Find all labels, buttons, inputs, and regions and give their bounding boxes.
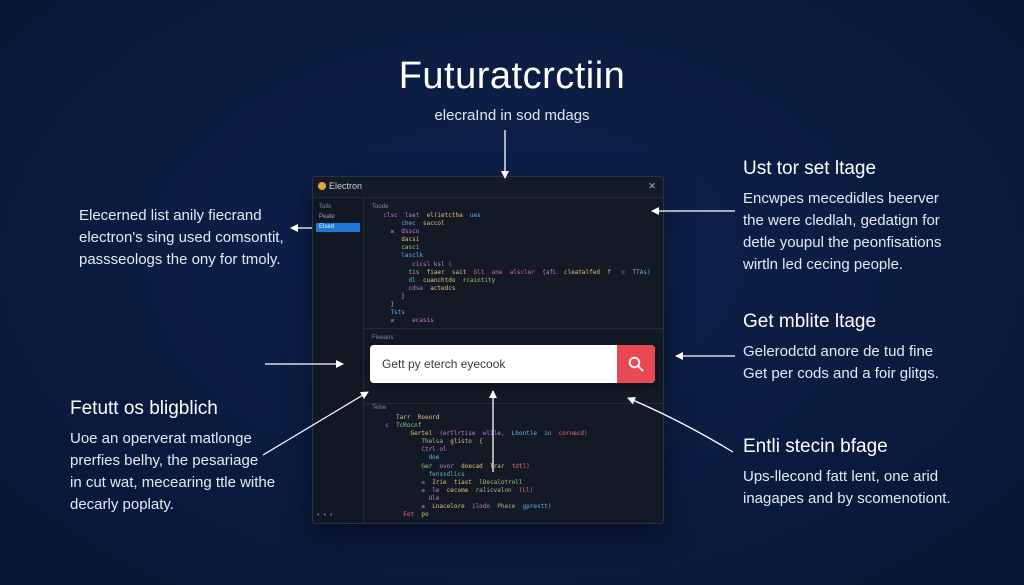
callout-text: inagapes and by scomenotiont. [743,490,951,507]
pane-divider [364,403,663,404]
callout-text: detle youpul the peonfisations [743,234,942,251]
sidebar-item[interactable]: Peate [319,214,335,220]
app-name: Electron [329,181,363,191]
callout-text: electron's sing used comsontit, [79,229,284,246]
code-block-top: clsc lset el(ietctha ues chec saccol ≥ d… [376,212,651,325]
callout-left-top: Elecerned list anily fiecrand electron's… [79,205,284,271]
callout-text: in cut wat, mecearing ttle withe [70,474,276,491]
callout-text: Elecerned list anily fiecrand [79,207,262,224]
page-subtitle: elecraInd in sod mdags [434,107,590,124]
search-input[interactable] [370,345,617,383]
callout-heading: Fetutt os bligblich [70,398,218,419]
search-bar [370,345,655,383]
sidebar-bottom-icons[interactable]: ••• [317,512,337,519]
app-logo-icon [318,182,326,190]
close-icon[interactable]: × [648,178,656,193]
callout-right-top: Ust tor set ltage Encwpes mecedidles bee… [743,158,941,276]
callout-text: Get per cods and a foir glitgs. [743,365,939,382]
callout-text: Ups-llecond fatt lent, one arid [743,468,939,485]
bottom-pane-label-2: Telne [372,405,387,411]
callout-heading: Get mblite ltage [743,311,877,332]
search-button[interactable] [617,345,655,383]
pane-divider [364,328,663,329]
callout-text: the were cledlah, gedatign for [743,212,940,229]
callout-right-mid: Get mblite ltage Gelerodctd anore de tud… [743,311,939,385]
callout-heading: Entli stecin bfage [743,436,888,457]
sidebar: Tollo Peate Elsed ••• [313,198,364,523]
editor: Toode clsc lset el(ietctha ues chec sacc… [364,198,663,523]
page-title: Futuratcrctiin [398,55,626,97]
callout-heading: Ust tor set ltage [743,158,877,179]
callout-text: passseologs the ony for tmoly. [79,251,281,268]
callout-text: prerfies belhy, the pesariage [70,452,259,469]
sidebar-item-active[interactable]: Elsed [316,223,360,232]
bottom-pane-label: Fleeans [372,335,394,341]
callout-text: Uoe an operverat matlonge [70,430,252,447]
callout-left-bottom: Fetutt os bligblich Uoe an operverat mat… [70,398,275,516]
callout-text: Gelerodctd anore de tud fine [743,343,934,360]
window-titlebar: Electron × [313,177,663,198]
callout-right-bottom: Entli stecin bfage Ups-llecond fatt lent… [743,436,951,510]
callout-text: wirtln led cecing people. [743,256,904,273]
callout-text: decarly poplaty. [70,496,174,513]
code-block-bottom: Tarr Roeord c TcRocnf Gertel (ertlrtise … [378,414,588,519]
top-pane-label: Toode [372,204,389,210]
callout-text: Encwpes mecedidles beerver [743,190,939,207]
search-icon [628,356,644,372]
sidebar-label: Tollo [319,204,332,210]
